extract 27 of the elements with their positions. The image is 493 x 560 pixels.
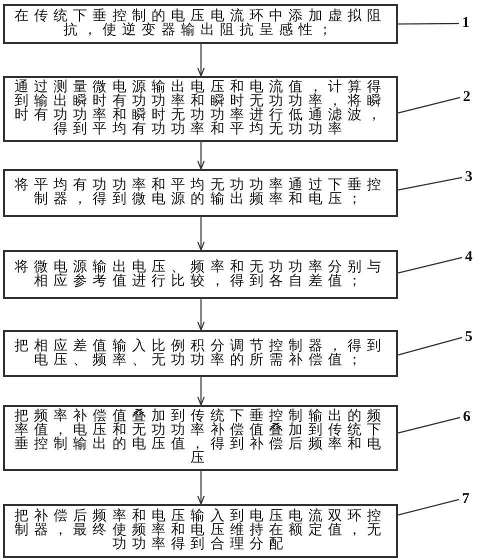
leader-line	[398, 256, 462, 274]
process-box: 把频率补偿值叠加到传统下垂控制输出的频率值，电压和无功功率补偿值叠加到传统下垂控制输出的电压值，得到补偿后频率和电压	[3, 405, 398, 471]
process-box: 将平均有功功率和平均无功功率通过下垂控制器，得到微电源的输出频率和电压；	[3, 169, 398, 217]
callout-number: 4	[465, 250, 472, 265]
callout-number: 6	[463, 410, 470, 425]
leader-line	[398, 22, 459, 25]
leader-line	[398, 498, 460, 516]
arrow	[197, 142, 205, 170]
process-box: 通过测量微电源输出电压和电流值，计算得到输出瞬时有功功率和瞬时无功功率，将瞬时有功功率和瞬时无功功率进行低通滤波，得到平均有功功率和平均无功功率	[3, 76, 398, 142]
leader-line	[398, 336, 462, 356]
process-box: 把补偿后频率和电压输入到电压电流双环控制器，最终使频率和电压维持在额定值，无功功率得到合理分配	[3, 504, 398, 558]
callout-number: 3	[465, 170, 472, 185]
arrow	[197, 471, 205, 505]
arrow	[197, 217, 205, 251]
callout-number: 5	[465, 330, 472, 345]
callout-number: 7	[462, 492, 470, 507]
arrow	[197, 299, 205, 331]
arrow	[197, 377, 205, 406]
leader-line	[398, 416, 460, 434]
leader-line	[398, 96, 460, 114]
arrow	[197, 44, 205, 77]
process-box: 把相应差值输入比例积分调节控制器，得到电压、频率、无功功率的所需补偿值；	[3, 330, 398, 377]
callout-number: 1	[462, 16, 470, 31]
leader-line	[398, 176, 462, 191]
process-box: 将微电源输出电压、频率和无功功率分别与相应参考值进行比较，得到各自差值；	[3, 250, 398, 299]
process-box: 在传统下垂控制的电压电流环中添加虚拟阻抗，使逆变器输出阻抗呈感性；	[3, 4, 398, 44]
callout-number: 2	[463, 90, 470, 105]
